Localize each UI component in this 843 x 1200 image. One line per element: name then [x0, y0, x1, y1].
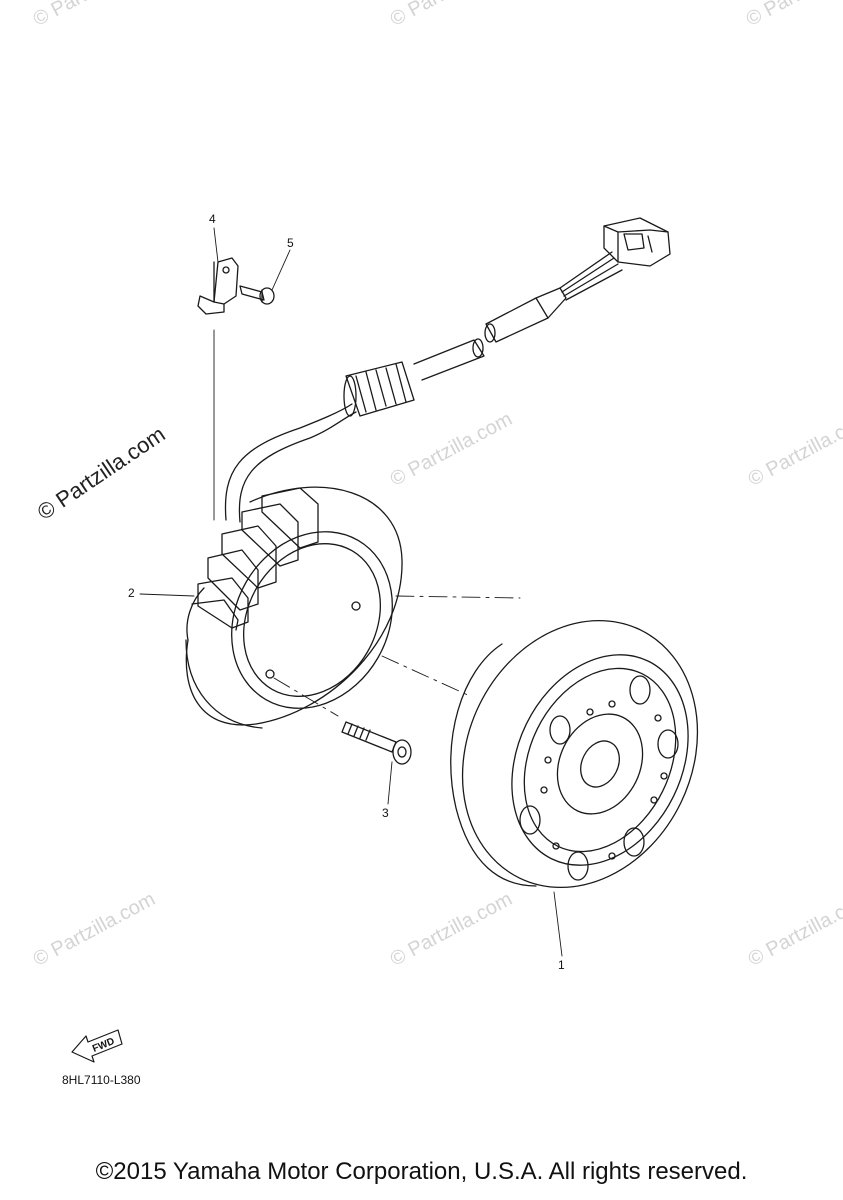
assembly-lines	[273, 595, 521, 717]
rotor-part	[450, 619, 699, 889]
stator-part	[185, 486, 403, 729]
forward-arrow-icon: FWD	[71, 1029, 123, 1063]
copyright-notice: ©2015 Yamaha Motor Corporation, U.S.A. A…	[95, 1158, 748, 1185]
callout-1: 1	[558, 958, 565, 972]
callout-3: 3	[382, 806, 389, 820]
screw-part-5	[239, 285, 275, 305]
wire-harness	[224, 217, 671, 523]
callout-4: 4	[209, 212, 216, 226]
diagram-code: 8HL7110-L380	[62, 1073, 141, 1087]
bolt-part	[341, 721, 412, 765]
callout-2: 2	[128, 586, 135, 600]
bracket-part	[197, 257, 239, 315]
callout-5: 5	[287, 236, 294, 250]
